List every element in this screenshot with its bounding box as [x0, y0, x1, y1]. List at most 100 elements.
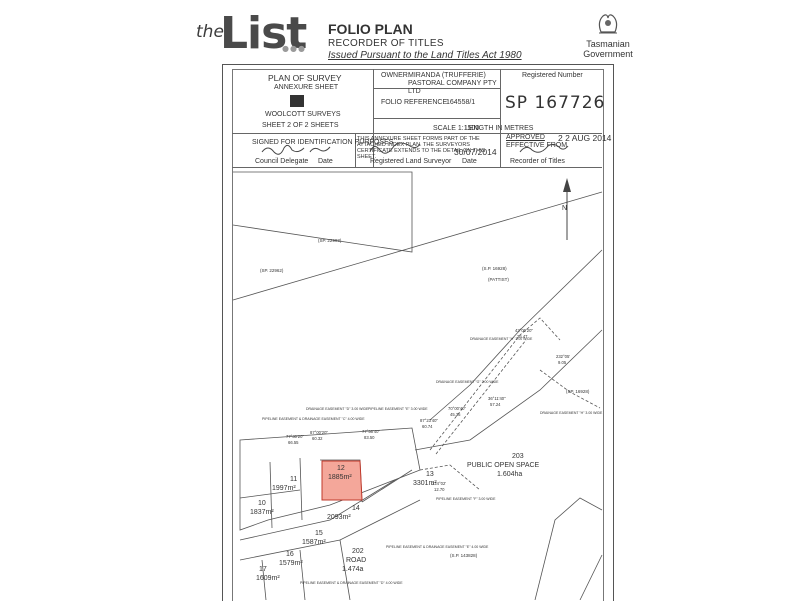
- sp-label: (SP. 22962): [260, 268, 284, 273]
- easement-label: DRAINAGE EASEMENT "H" 3.00 WIDE: [470, 337, 533, 341]
- distance-label: 83.50: [364, 435, 375, 440]
- easement-line: [419, 464, 481, 491]
- lot-boundary: [339, 539, 351, 600]
- gov-line-2: Government: [583, 49, 633, 59]
- registered-surveyor-label: Registered Land Surveyor: [370, 158, 452, 165]
- bearing-label: 87°00'20": [310, 430, 328, 435]
- open-space-id: 203: [512, 453, 524, 460]
- easement-label: PIPELINE EASEMENT & DRAINAGE EASEMENT "C…: [262, 417, 365, 421]
- lot-17-area: 1609m²: [256, 575, 280, 582]
- easement-label: PIPELINE EASEMENT & DRAINAGE EASEMENT "E…: [386, 545, 489, 549]
- sp-label: (SP. 16928): [566, 389, 590, 394]
- title-divider: [373, 118, 500, 119]
- plan-sheet: [222, 64, 614, 601]
- folio-reference-label: FOLIO REFERENCE:: [381, 99, 450, 106]
- lot-boundary: [269, 461, 273, 529]
- date-label-2: Date: [462, 158, 477, 165]
- lot-10-area: 1837m²: [250, 509, 274, 516]
- approved-date: 2 2 AUG 2014: [558, 133, 612, 143]
- distance-label: 60.32: [312, 436, 323, 441]
- parcel-boundary: [579, 554, 603, 600]
- parcel-boundary: [429, 249, 603, 421]
- distance-label: 66.55: [288, 440, 299, 445]
- lot-14-id: 14: [352, 505, 360, 512]
- logo-dots-icon: ●●●: [282, 44, 306, 53]
- sp-label: (S.P. 143828): [450, 553, 478, 558]
- easement-line: [429, 317, 561, 451]
- surveyor-name: WOOLCOTT SURVEYS: [265, 111, 341, 118]
- registered-number: SP 167726: [505, 93, 606, 113]
- bearing-label: 232°05': [556, 354, 570, 359]
- north-arrow-icon: N: [562, 178, 571, 240]
- distance-label: 26.47: [517, 334, 528, 339]
- woolcott-logo-icon: [290, 95, 304, 107]
- road-boundary: [239, 479, 396, 541]
- lot-boundary: [299, 457, 303, 521]
- road-label: ROAD: [346, 557, 366, 564]
- svg-text:N: N: [562, 205, 567, 212]
- plan-sheet-inner-border: [232, 69, 604, 601]
- pattist-label: (PATTIST): [488, 277, 509, 282]
- sp-label: (SP. 22993): [318, 238, 342, 243]
- logo-small-text: the: [196, 22, 224, 42]
- lot-boundary: [261, 559, 267, 600]
- bearing-label: 77°56'40": [362, 429, 380, 434]
- distance-label: 12.70: [434, 487, 445, 492]
- easement-label: PIPELINE EASEMENT "F" 3.00 WIDE: [436, 497, 496, 501]
- road-id: 202: [352, 548, 364, 555]
- lot-12-highlight: [321, 460, 363, 501]
- road-area: 1.474a: [342, 566, 364, 573]
- lot-boundary: [299, 549, 306, 600]
- signed-note: SIGNED FOR IDENTIFICATION PURPOSES: [252, 139, 394, 146]
- lot-13-area: 3301m²: [413, 480, 437, 487]
- parcel-boundary: [232, 191, 603, 301]
- parcel-boundary: [534, 497, 603, 600]
- scale-label: SCALE 1:1500: [433, 125, 480, 132]
- approved-label: APPROVED: [506, 134, 545, 141]
- page-subtitle: RECORDER OF TITLES: [328, 38, 444, 49]
- parcel-boundary: [232, 171, 413, 253]
- title-divider: [500, 69, 501, 167]
- bearing-label: 77°30'20": [286, 434, 304, 439]
- lot-block-outline: [239, 427, 421, 531]
- distance-label: 9.05: [558, 360, 567, 365]
- open-space-boundary: [414, 329, 603, 451]
- easement-label: DRAINAGE EASEMENT "G" 3.00 WIDE: [436, 380, 499, 384]
- folio-reference-value: 164558/1: [446, 99, 476, 106]
- easement-line: [435, 339, 527, 455]
- annexure-note: THIS ANNEXURE SHEET FORMS PART OF THE AT…: [357, 136, 486, 160]
- title-divider: [232, 133, 602, 134]
- lot-15-area: 1587m²: [302, 539, 326, 546]
- easement-line: [539, 369, 601, 409]
- lot-boundary: [239, 489, 301, 499]
- logo-big-text: List: [220, 8, 307, 59]
- lot-13-id: 13: [426, 471, 434, 478]
- easement-label: PIPELINE EASEMENT & DRAINAGE EASEMENT "D…: [300, 581, 403, 585]
- easement-label: PIPELINE EASEMENT "E" 3.00 WIDE: [368, 407, 428, 411]
- lot-12-area: 1885m²: [328, 474, 352, 481]
- lot-12-id: 12: [337, 465, 345, 472]
- page-title: FOLIO PLAN: [328, 21, 413, 37]
- bearing-label: 70°00'40": [448, 406, 466, 411]
- distance-label: 45.35: [450, 412, 461, 417]
- easement-label: DRAINAGE EASEMENT "D" 3.00 WIDE: [306, 407, 369, 411]
- legislation-note: Issued Pursuant to the Land Titles Act 1…: [328, 50, 522, 61]
- lot-17-id: 17: [259, 566, 267, 573]
- bearing-label: 87°23'40": [420, 418, 438, 423]
- open-space-area: 1.604ha: [497, 471, 522, 478]
- title-divider: [232, 167, 602, 168]
- surveyor-date: 30/07/2014: [454, 147, 497, 157]
- plan-of-survey-label: PLAN OF SURVEY: [268, 73, 342, 83]
- distance-label: 60.74: [422, 424, 433, 429]
- bearing-label: 43°00'20": [515, 328, 533, 333]
- easement-label: DRAINAGE EASEMENT "H" 3.00 WIDE: [540, 411, 603, 415]
- sheet-count: SHEET 2 OF 2 SHEETS: [262, 122, 339, 129]
- lot-16-area: 1579m²: [279, 560, 303, 567]
- sp-label: (S.P. 16928): [482, 266, 507, 271]
- lot-14-area: 2093m²: [327, 514, 351, 521]
- government-crest-icon: [598, 14, 618, 34]
- annexure-sheet-label: ANNEXURE SHEET: [274, 84, 339, 91]
- lot-11-area: 1997m²: [272, 485, 296, 492]
